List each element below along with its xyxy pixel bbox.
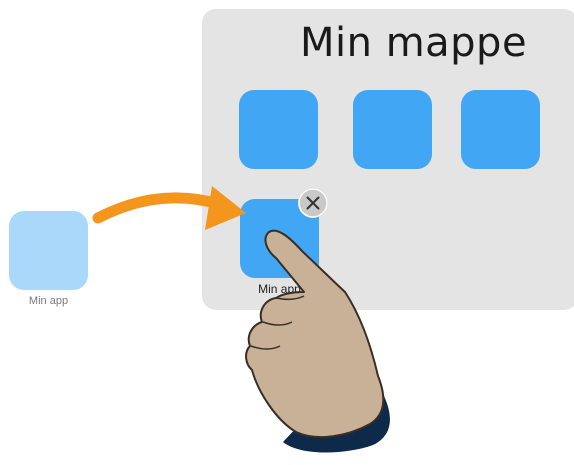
source-app-icon[interactable] bbox=[9, 211, 88, 290]
remove-app-button[interactable] bbox=[298, 188, 328, 218]
folder-app-tile[interactable] bbox=[461, 90, 540, 169]
folder-app-tile[interactable] bbox=[353, 90, 432, 169]
folder-title: Min mappe bbox=[300, 20, 528, 66]
source-app-label: Min app bbox=[28, 295, 69, 307]
moved-app-label: Min app bbox=[258, 282, 301, 296]
folder-app-tile[interactable] bbox=[239, 90, 318, 169]
close-icon bbox=[298, 188, 328, 218]
